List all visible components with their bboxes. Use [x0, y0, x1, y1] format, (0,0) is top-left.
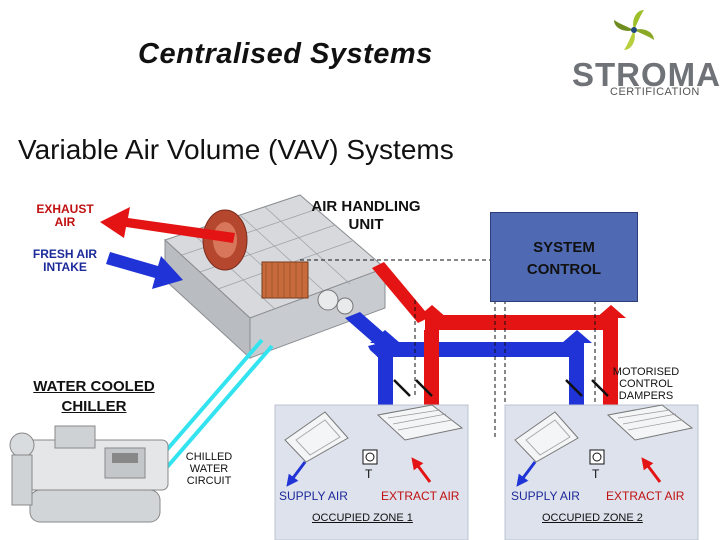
pinwheel-logo-icon: [614, 10, 654, 50]
chilled-water-line1: CHILLED: [185, 451, 233, 463]
zone-air-arrows: [286, 457, 662, 487]
fresh-air-line2: INTAKE: [43, 260, 87, 274]
chilled-water-line2: WATER: [189, 463, 229, 475]
ahu-line1: AIR HANDLING: [311, 198, 421, 215]
water-cooled-chiller: [9, 425, 169, 523]
fresh-air-arrow: [106, 252, 183, 289]
dampers-line2: CONTROL: [619, 378, 673, 390]
chiller-line1: WATER COOLED: [33, 378, 155, 395]
dampers-line1: MOTORISED: [612, 366, 680, 378]
diffuser-icons: [284, 404, 694, 463]
ahu-label: AIR HANDLING UNIT: [292, 198, 440, 234]
damper-markers: [393, 379, 609, 397]
system-control-box: SYSTEM CONTROL: [490, 212, 638, 302]
thermostat-2: [589, 449, 605, 465]
ahu-line2: UNIT: [348, 216, 384, 233]
dampers-label: MOTORISED CONTROL DAMPERS: [608, 366, 684, 402]
thermostat-1-label: T: [365, 467, 373, 481]
system-control-label: SYSTEM CONTROL: [491, 237, 637, 281]
system-control-line2: CONTROL: [526, 261, 602, 278]
fresh-air-line1: FRESH AIR: [32, 247, 98, 261]
zone-1-name: OCCUPIED ZONE 1: [312, 512, 413, 524]
logo-tagline: CERTIFICATION: [610, 86, 700, 98]
chilled-water-line3: CIRCUIT: [186, 475, 232, 487]
zone-1-supply-label: SUPPLY AIR: [279, 489, 348, 503]
exhaust-air-label: EXHAUST AIR: [28, 203, 102, 229]
dampers-line3: DAMPERS: [618, 390, 674, 402]
zone-2-supply-label: SUPPLY AIR: [511, 489, 580, 503]
exhaust-air-line1: EXHAUST: [36, 202, 94, 216]
chiller-label: WATER COOLED CHILLER: [14, 377, 174, 417]
chiller-line2: CHILLER: [61, 398, 127, 415]
zone-1-extract-label: EXTRACT AIR: [381, 489, 460, 503]
page-subtitle: Variable Air Volume (VAV) Systems: [18, 134, 454, 165]
system-control-line1: SYSTEM: [533, 239, 595, 256]
logo-wordmark: STROMA: [572, 56, 720, 93]
thermostat-2-label: T: [592, 467, 600, 481]
zone-2-name: OCCUPIED ZONE 2: [542, 512, 643, 524]
page-title: Centralised Systems: [138, 38, 433, 70]
fresh-air-label: FRESH AIR INTAKE: [20, 248, 110, 274]
exhaust-air-line2: AIR: [54, 215, 76, 229]
chilled-water-label: CHILLED WATER CIRCUIT: [178, 451, 240, 487]
zone-2-extract-label: EXTRACT AIR: [606, 489, 685, 503]
thermostat-1: [362, 449, 378, 465]
exhaust-air-arrow: [100, 207, 235, 243]
